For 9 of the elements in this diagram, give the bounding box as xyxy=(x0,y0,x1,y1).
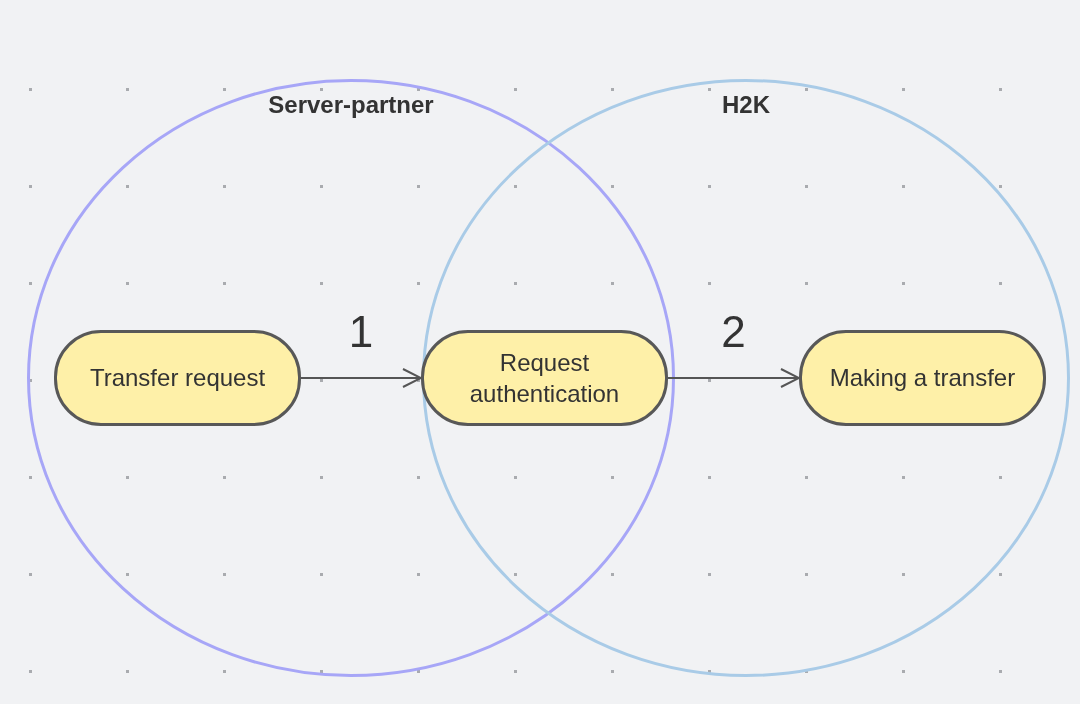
process-pill: Making a transfer xyxy=(799,330,1046,426)
step-number: 1 xyxy=(348,307,374,357)
arrow xyxy=(667,368,800,388)
group-heading: H2K xyxy=(722,91,770,119)
process-pill: Request authentication xyxy=(421,330,668,426)
group-heading: Server-partner xyxy=(268,91,434,119)
process-pill: Transfer request xyxy=(54,330,301,426)
arrow xyxy=(300,368,422,388)
step-number: 2 xyxy=(721,307,746,357)
